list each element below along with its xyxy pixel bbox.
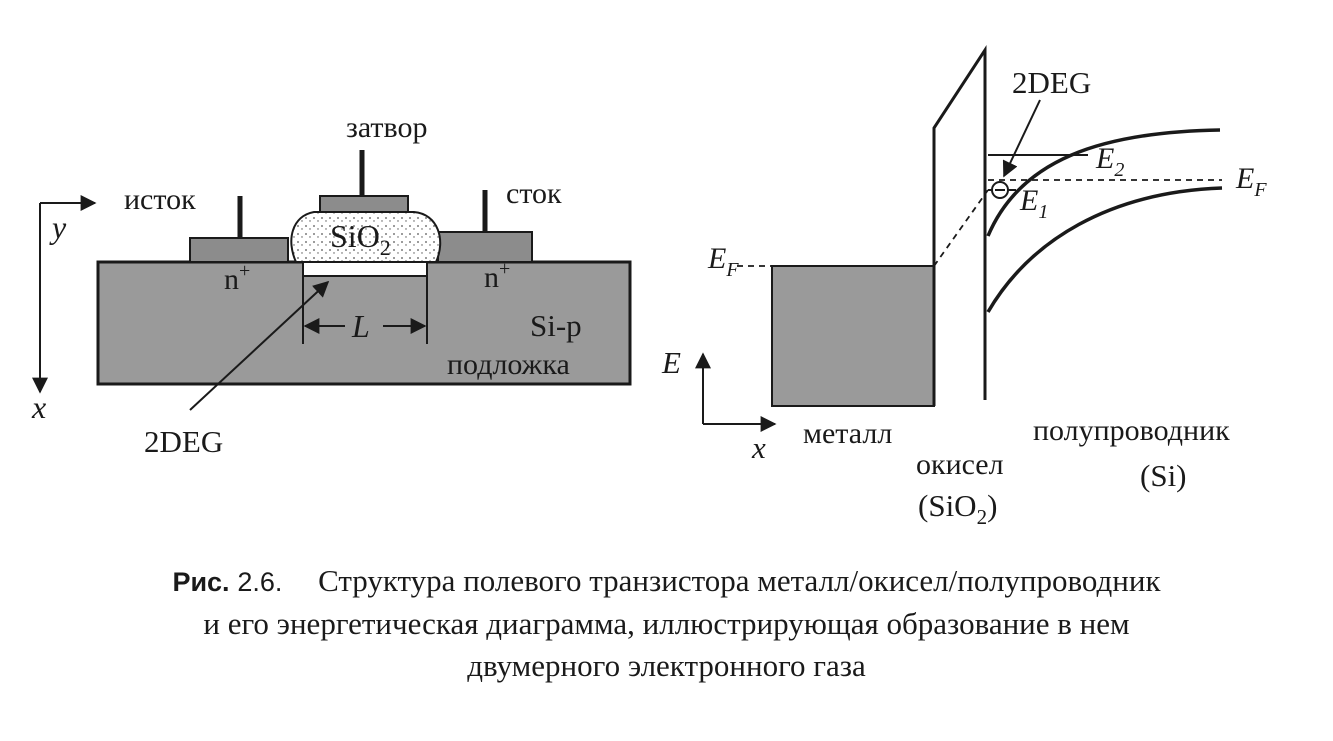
substrate-label: подложка [447, 348, 570, 381]
caption-line-2: и его энергетическая диаграмма, иллюстри… [203, 606, 1130, 641]
substrate-type-label: Si-p [530, 308, 582, 343]
deg-label-left: 2DEG [144, 424, 223, 459]
caption-text-1: Структура полевого транзистора металл/ок… [318, 563, 1161, 598]
axis-e-label: E [661, 345, 681, 380]
oxide-barrier [932, 44, 987, 406]
gate-electrode [319, 195, 409, 213]
caption-label: Рис. [172, 567, 230, 597]
axis-y-label: y [49, 209, 67, 245]
deg-pointer-arrow [189, 280, 330, 411]
axis-x-label-right: x [751, 430, 766, 465]
oxide-label: SiO2 [330, 218, 391, 260]
drain-contact [437, 231, 533, 263]
fermi-label-left: EF [707, 242, 739, 281]
e1-label: E1 [1019, 184, 1048, 223]
figure-caption: Рис. 2.6. Структура полевого транзистора… [0, 560, 1333, 687]
n-plus-right: n+ [484, 258, 510, 294]
deg-label-right: 2DEG [1012, 65, 1091, 100]
fermi-label-right: EF [1235, 162, 1267, 201]
metal-block [771, 265, 935, 407]
deg-pointer-arrow-right [1002, 99, 1041, 178]
source-contact [189, 237, 289, 263]
caption-line-1: Рис. 2.6. Структура полевого транзистора… [0, 560, 1333, 603]
fermi-level-oxide [933, 189, 989, 267]
caption-line-3: двумерного электронного газа [467, 648, 866, 683]
n-plus-left: n+ [224, 260, 250, 296]
caption-number: 2.6. [237, 567, 283, 597]
axis-x-label: x [31, 389, 46, 425]
oxide-region-label: окисел [916, 448, 1004, 481]
semiconductor-formula-label: (Si) [1140, 458, 1187, 493]
mosfet-structure: y x затвор исток сток SiO2 n+ n+ L Si-p … [31, 111, 632, 459]
semiconductor-label: полупроводник [1033, 414, 1230, 447]
oxide-layer [290, 211, 442, 263]
gate-label: затвор [346, 111, 427, 144]
valence-band [986, 186, 1223, 313]
metal-label: металл [803, 417, 892, 450]
source-label: исток [124, 183, 196, 216]
mosfet-figure: y x затвор исток сток SiO2 n+ n+ L Si-p … [31, 44, 1267, 529]
length-label: L [351, 308, 370, 344]
drain-label: сток [506, 177, 562, 210]
oxide-formula-label: (SiO2) [918, 488, 997, 529]
substrate-block [96, 260, 632, 386]
e2-label: E2 [1095, 142, 1124, 181]
band-diagram: 2DEG E x EF EF E2 E1 металл окисел (SiO2… [661, 44, 1267, 529]
